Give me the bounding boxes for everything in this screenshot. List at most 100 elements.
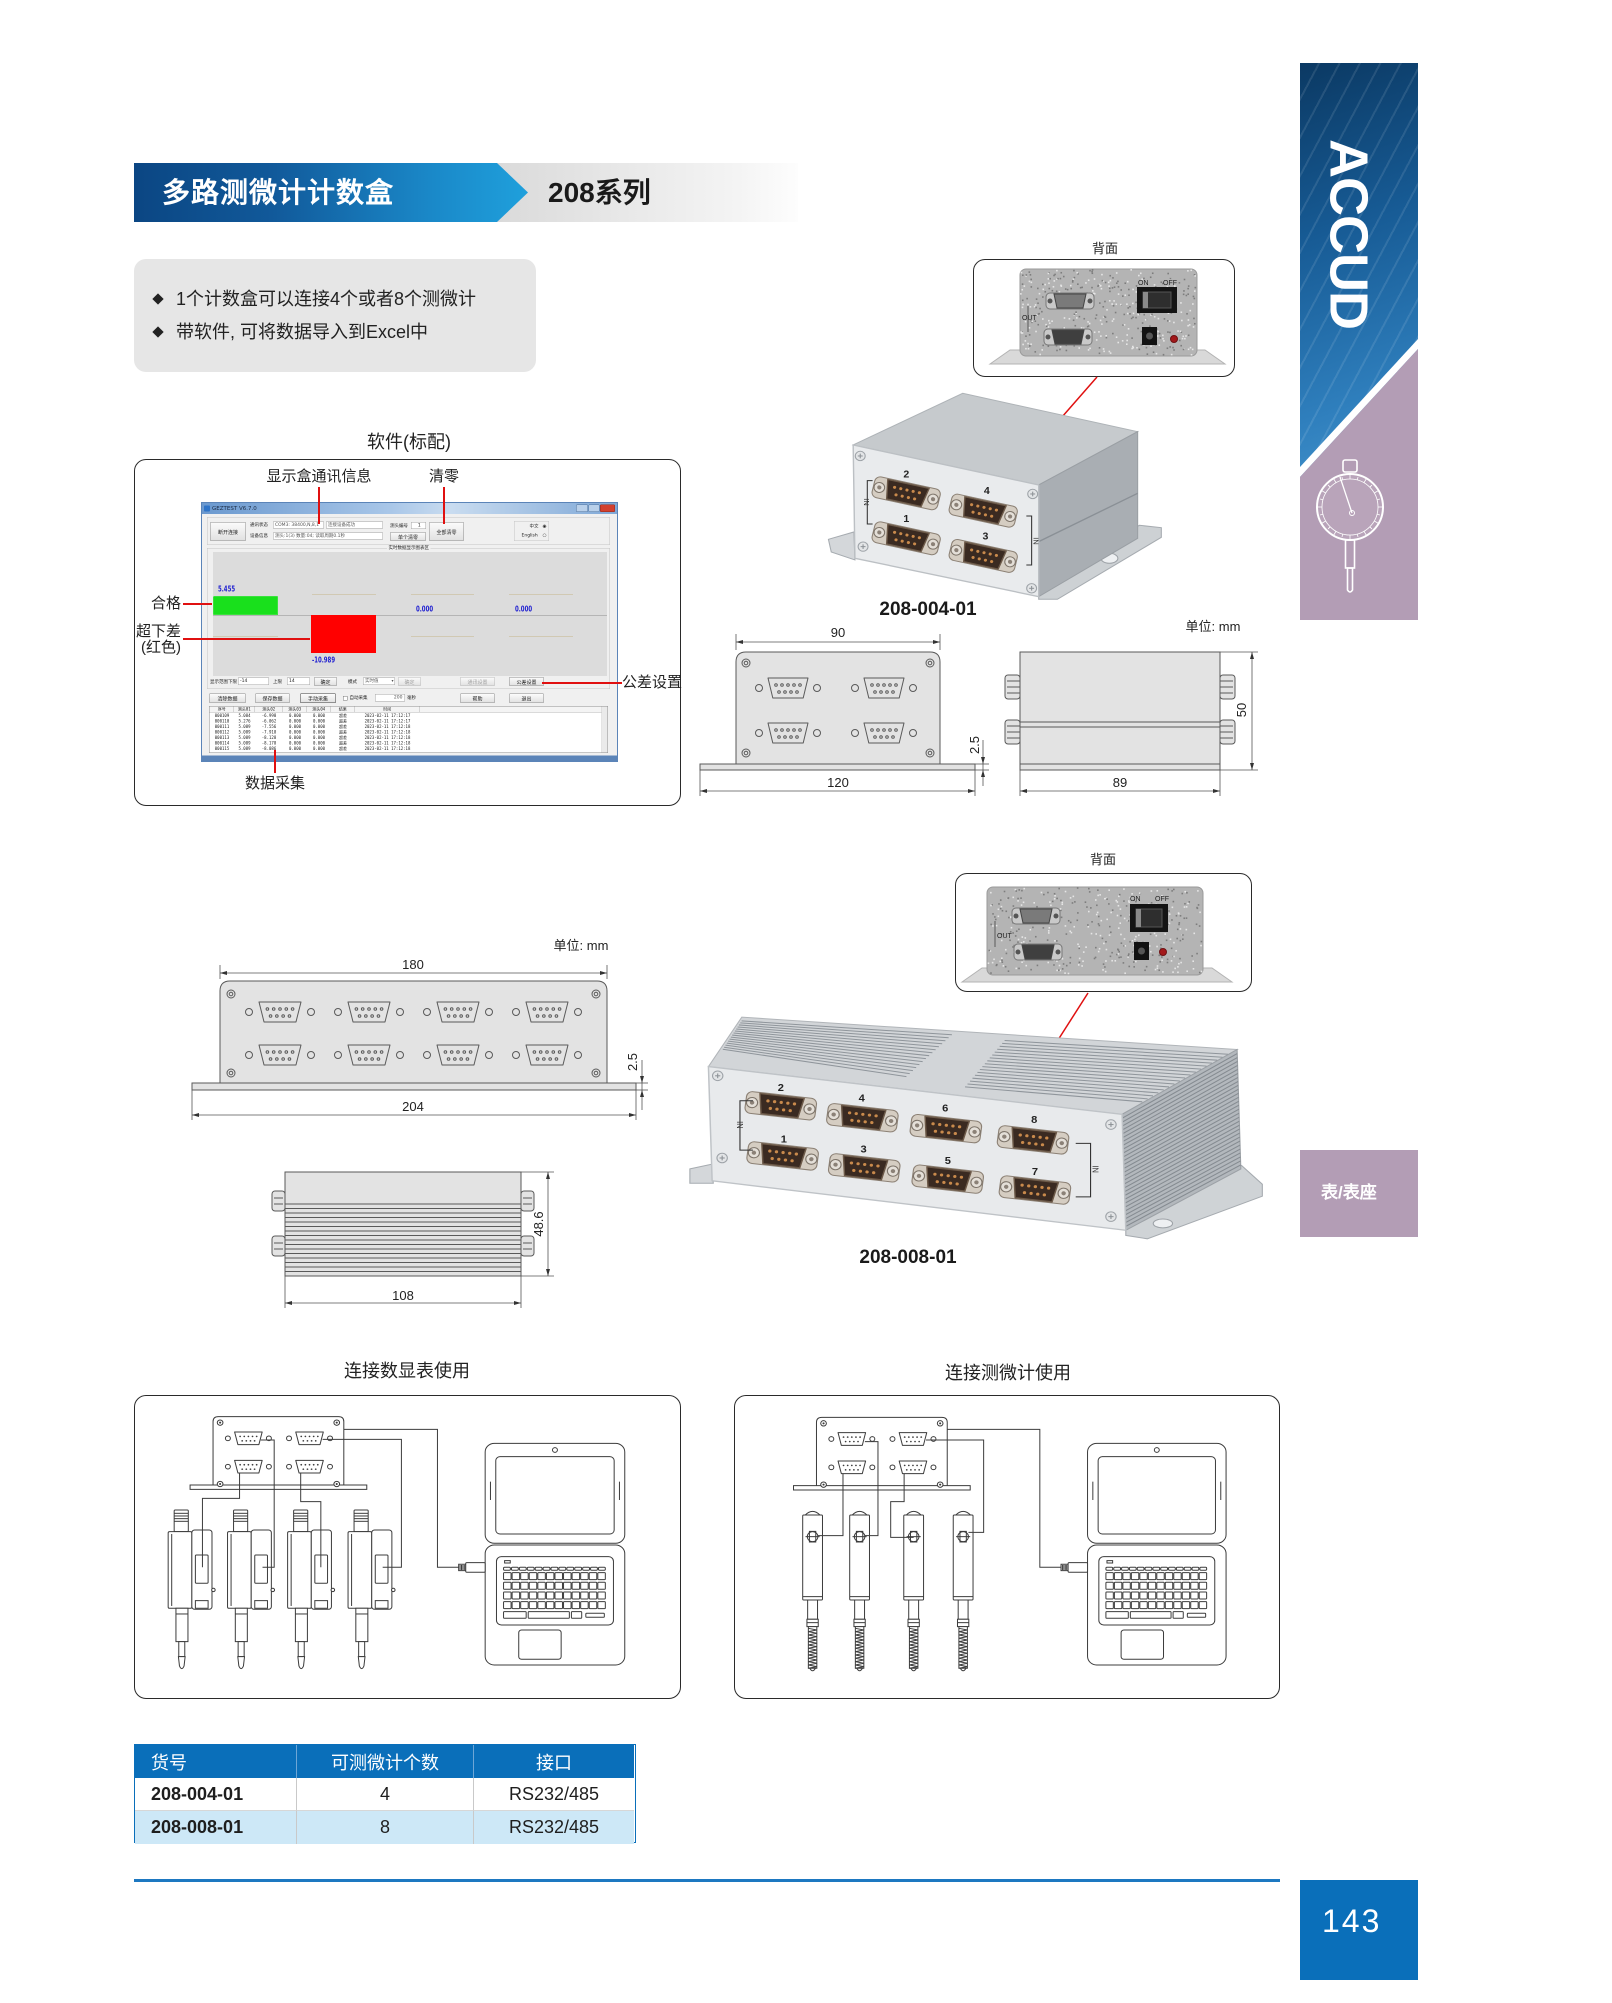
- table-header-cell: 接口: [474, 1745, 634, 1778]
- db9-connector: [948, 493, 1018, 528]
- page-number: 143: [1322, 1903, 1382, 1939]
- table-cell: 000110: [214, 719, 230, 724]
- mount-tab: [1219, 719, 1236, 745]
- connection-group: [207, 517, 610, 545]
- feature-text: 1个计数盒可以连接4个或者8个测微计: [176, 289, 477, 309]
- comm-status-label: 通讯状态: [250, 522, 269, 528]
- device-info-field: 测头:1(3) 数量:04; 读取周期0.1秒: [273, 532, 383, 540]
- table-header-cell: 测头04: [308, 706, 331, 713]
- table-cell: -7.918: [261, 730, 277, 735]
- rear-view-label: 背面: [1091, 241, 1118, 256]
- table-cell-model: 208-004-01: [135, 1778, 297, 1811]
- screw-icon: [857, 541, 869, 552]
- mode-select-value: 实时值: [365, 678, 379, 684]
- callout-line: [443, 487, 445, 524]
- db9-connector: [746, 1141, 819, 1171]
- upper-limit-line: [411, 594, 474, 595]
- table-cell: 0.000: [312, 730, 326, 735]
- help-button: 帮助: [460, 693, 495, 703]
- table-cell: 超差: [339, 724, 347, 730]
- db9-connector: [871, 521, 941, 556]
- dim-base-width: 204: [402, 1099, 424, 1114]
- mount-flange: [1038, 524, 1162, 600]
- channel-1-bar-pass: [213, 596, 278, 615]
- auto-interval-field: 200: [375, 694, 405, 702]
- screw-icon: [226, 989, 236, 999]
- table-cell: -8.086: [261, 746, 277, 752]
- port-label: 1: [903, 514, 909, 525]
- port-label: 3: [861, 1144, 867, 1155]
- port-label: 5: [945, 1155, 951, 1166]
- port-labels: 2 4 1 3 IN IN: [862, 470, 1041, 545]
- dim-base-width: 120: [827, 775, 849, 790]
- in-label: IN: [1031, 537, 1040, 544]
- db9-port-outline: [512, 1044, 582, 1066]
- port-labels: 2 4 6 8 1 3 5 7 IN IN: [735, 1083, 1100, 1178]
- dim-unit-label: 单位: mm: [554, 938, 609, 953]
- table-cell: -8.128: [261, 735, 277, 741]
- callout-under-limit: 超下差: [135, 623, 181, 640]
- in-bracket: [866, 480, 1033, 566]
- chart-caption: 实时数据显示图表区: [387, 545, 431, 551]
- category-tab-label: 表/表座: [1321, 1183, 1377, 1202]
- window-title: GEZTEST V6.7.0: [212, 505, 257, 512]
- screw-icon: [741, 658, 751, 668]
- callout-line: [318, 487, 320, 524]
- db9-connector: [909, 1113, 983, 1144]
- db9-port-outline: [851, 677, 917, 699]
- table-header-cell: 结果: [332, 706, 355, 713]
- title-band: [134, 163, 528, 222]
- mount-flange: [1125, 1164, 1263, 1240]
- table-header-cell: 时间: [356, 706, 420, 713]
- table-cell: 0.000: [288, 735, 302, 741]
- screw-icon: [925, 658, 935, 668]
- mount-tab: [1219, 674, 1236, 700]
- callout-comm-info: 显示盒通讯信息: [266, 468, 372, 485]
- table-cell-model: 208-008-01: [135, 1811, 297, 1844]
- mount-flange: [827, 531, 856, 561]
- range-upper-label: 上限: [273, 679, 283, 685]
- port-label: 4: [984, 486, 990, 497]
- port-label: 7: [1032, 1166, 1038, 1177]
- table-cell: 000114: [214, 741, 230, 746]
- table-cell: 超差: [339, 746, 347, 752]
- db9-port-outline: [245, 1044, 315, 1066]
- language-group: 中文 ◉ English ○: [514, 521, 549, 541]
- category-tab[interactable]: 表/表座: [1300, 1150, 1418, 1237]
- table-cell: 0.000: [312, 741, 326, 746]
- rear-pointer-line: [1057, 992, 1089, 1041]
- rear-view-inset: [955, 873, 1252, 992]
- db9-port-outline: [755, 677, 821, 699]
- table-cell: 5.089: [238, 724, 251, 730]
- brand-logo: ACCUD: [1318, 139, 1379, 329]
- db9-connector: [911, 1164, 985, 1194]
- table-cell: 0.000: [312, 735, 326, 741]
- dim-base-thickness: 2.5: [625, 1053, 640, 1071]
- enclosure-top: [851, 392, 1140, 486]
- port-label: 8: [1031, 1114, 1037, 1125]
- mount-tab: [1004, 674, 1021, 700]
- rear-pointer-line: [1061, 376, 1098, 418]
- mode-confirm-button: 确定: [398, 677, 421, 686]
- table-cell: -6.998: [261, 713, 277, 719]
- dim-depth: 108: [392, 1288, 414, 1303]
- dimension-line: [285, 1301, 521, 1305]
- callout-line: [542, 682, 622, 684]
- lower-limit-line: [509, 636, 573, 637]
- port-label: 4: [859, 1093, 865, 1104]
- radio-icon: ○: [542, 533, 547, 538]
- diagram-digital-indicator: [134, 1395, 681, 1699]
- footer-rule: [134, 1879, 1280, 1882]
- table-cell: 5.276: [238, 719, 251, 724]
- table-cell: 5.089: [238, 735, 251, 741]
- db9-port-outline: [851, 722, 917, 744]
- probe-number-field: 1: [411, 522, 426, 529]
- enclosure-front: [707, 1065, 1127, 1232]
- table-cell: -8.178: [261, 741, 277, 746]
- screw-icon: [226, 1068, 236, 1078]
- channel-2-value: -10.989: [312, 655, 336, 665]
